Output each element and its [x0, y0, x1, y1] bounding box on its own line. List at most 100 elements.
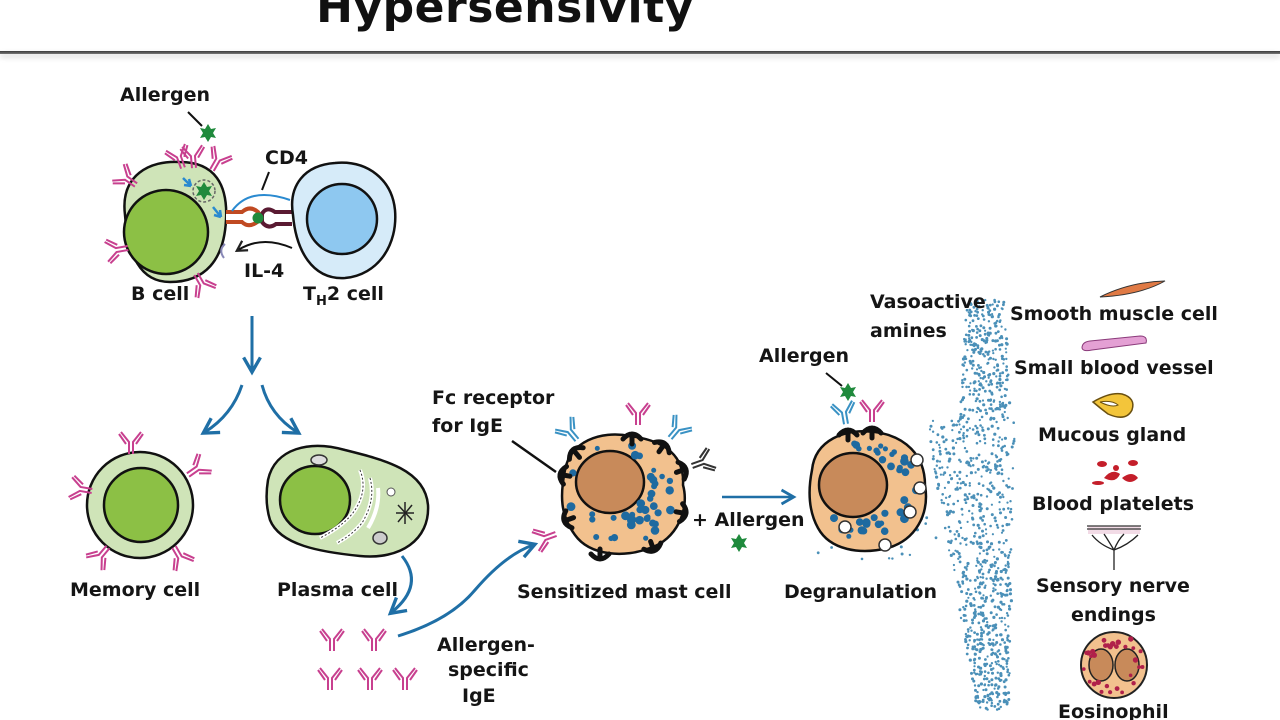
eosinophil-granule: [1115, 639, 1122, 645]
amine-particle: [981, 428, 985, 432]
amine-particle: [997, 300, 1001, 304]
amine-particle: [990, 424, 994, 428]
amine-particle: [1005, 593, 1009, 597]
amine-particle: [974, 310, 977, 313]
amine-particle: [977, 364, 980, 367]
amine-particle: [979, 605, 983, 609]
amine-particle: [988, 373, 992, 376]
label-blood-platelets: Blood platelets: [1032, 493, 1194, 515]
amine-particle: [983, 674, 986, 678]
amine-particle: [969, 579, 972, 582]
amine-particle: [976, 643, 980, 646]
amine-particle: [969, 321, 972, 324]
label-th2-cell: TH2 cell: [303, 283, 384, 309]
amine-particle: [979, 576, 982, 579]
amine-particle: [972, 393, 975, 396]
differentiation-arrows: [200, 316, 302, 435]
amine-particle: [973, 657, 977, 661]
amine-particle: [973, 342, 976, 345]
amine-particle: [1004, 539, 1008, 542]
amine-particle: [991, 563, 994, 566]
amine-particle: [973, 638, 977, 642]
amine-particle: [994, 562, 997, 565]
amine-particle: [991, 692, 995, 696]
amine-particle: [992, 548, 995, 552]
amine-particle: [967, 461, 971, 465]
granule: [666, 505, 675, 515]
amine-particle: [973, 671, 976, 674]
amine-particle: [1000, 595, 1003, 598]
amine-particle: [961, 580, 964, 583]
amine-particle: [982, 549, 985, 552]
amine-particle: [979, 666, 983, 670]
amine-particle: [952, 452, 956, 456]
amine-particle: [931, 430, 935, 433]
amine-particle: [966, 349, 969, 352]
amine-particle: [990, 599, 994, 603]
amine-particle: [976, 575, 979, 579]
label-vasoactive-line1: Vasoactive: [870, 291, 986, 313]
amine-particle: [978, 440, 982, 443]
amine-particle: [973, 380, 977, 384]
amine-particle: [971, 541, 975, 545]
amine-particle: [978, 388, 981, 391]
amine-particle: [1010, 445, 1014, 449]
amine-particle: [953, 470, 956, 474]
amine-particle: [963, 498, 967, 502]
amine-particle: [983, 433, 986, 437]
amine-particle: [979, 563, 982, 566]
amine-particle: [975, 314, 979, 317]
amine-particle: [963, 566, 967, 569]
amine-particle: [1005, 484, 1008, 487]
granule: [852, 441, 861, 449]
amine-particle: [958, 521, 962, 524]
amine-particle: [993, 605, 997, 609]
amine-particle: [974, 695, 978, 698]
amine-particle: [954, 537, 958, 541]
amine-particle: [1000, 449, 1004, 452]
amine-particle: [981, 604, 985, 608]
amine-particle: [1000, 531, 1004, 534]
amine-particle: [929, 424, 933, 428]
amine-particle: [976, 523, 980, 527]
amine-particle: [1000, 395, 1003, 399]
amine-particle: [1008, 607, 1012, 611]
amine-particle: [989, 469, 993, 472]
granule: [882, 446, 889, 452]
amine-particle: [1005, 453, 1009, 457]
amine-particle: [975, 430, 980, 434]
amine-particle: [1001, 357, 1004, 361]
eosinophil-granule: [1104, 683, 1110, 689]
amine-particle: [961, 571, 965, 575]
amine-particle: [964, 614, 967, 617]
amine-particle: [961, 357, 966, 361]
amine-particle: [986, 352, 990, 356]
amine-particle: [1005, 612, 1009, 615]
amine-particle: [979, 409, 982, 413]
granule: [874, 520, 883, 529]
amine-particle: [988, 692, 992, 696]
amine-particle: [977, 585, 981, 589]
amine-particle: [985, 623, 989, 627]
amine-particle: [980, 507, 983, 510]
amine-particle: [986, 697, 990, 700]
amine-particle: [1000, 616, 1004, 620]
amine-particle: [1001, 381, 1004, 385]
amine-particle: [982, 326, 986, 330]
amine-particle: [1008, 592, 1013, 596]
amine-particle: [979, 424, 982, 427]
amine-particle: [973, 578, 977, 582]
amine-particle: [992, 615, 996, 620]
granule: [635, 515, 644, 525]
amine-particle: [976, 638, 979, 641]
amine-particle: [1006, 638, 1010, 642]
amine-particle: [994, 358, 997, 361]
amine-particle: [1006, 651, 1010, 654]
amine-particle: [959, 482, 963, 485]
eosinophil-granule: [1108, 690, 1113, 695]
amine-particle: [965, 577, 969, 581]
amine-particle: [962, 619, 966, 623]
amine-particle: [969, 593, 972, 596]
granule: [647, 489, 656, 498]
amine-particle: [1007, 563, 1010, 567]
